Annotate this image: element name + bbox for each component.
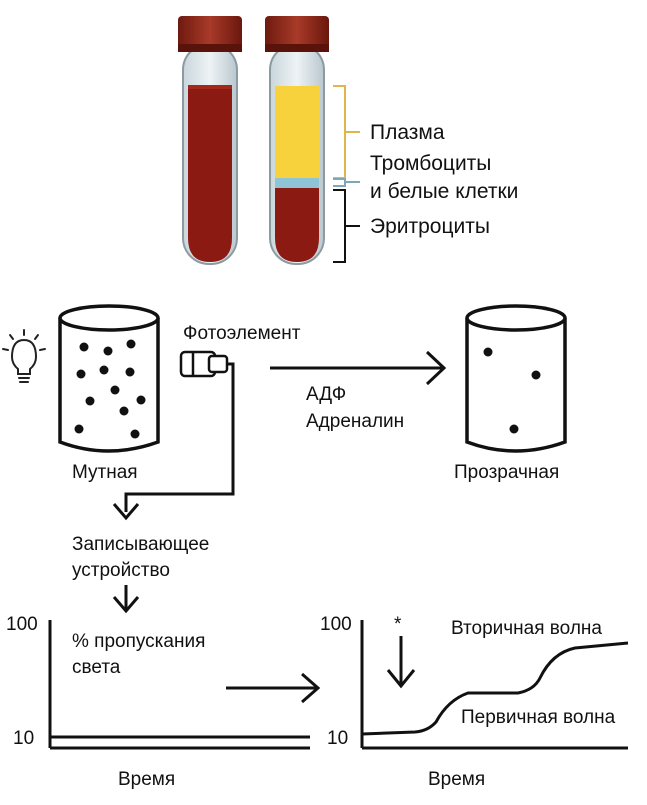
recorder-label-1: Записывающее [72,534,209,555]
right-xlabel: Время [428,769,485,790]
graph-left: 100 10 % пропускания света Время [6,614,310,790]
agonist-label-1: АДФ [306,384,346,405]
buffy-label-line2: и белые клетки [370,180,518,203]
agonist-label-2: Адреналин [306,411,404,432]
right-y-bottom: 10 [327,728,348,749]
cuvette-clear [465,304,567,453]
graph-right: 100 10 Время * Вторичная волна Первичная… [320,614,629,790]
secondary-wave-label: Вторичная волна [451,618,602,639]
left-y-top: 100 [6,614,38,635]
photocell-label: Фотоэлемент [183,323,301,344]
signal-wire [124,362,235,512]
plasma-bracket [333,85,360,179]
aggregation-curve [361,641,629,736]
agonist-arrow [270,350,447,386]
addition-marker: * [394,614,402,635]
graph-transition-arrow [226,672,321,704]
down-arrow-to-graph [112,585,140,614]
addition-arrow [386,636,416,689]
lightbulb-icon [2,329,46,383]
left-y-bottom: 10 [13,728,34,749]
particles [74,339,146,439]
buffy-bracket [333,178,360,187]
photocell-icon [179,350,229,378]
left-ylabel-1: % пропускания [72,631,205,652]
down-arrow-to-recorder [112,503,140,521]
left-xlabel: Время [118,769,175,790]
particles-clear [483,347,541,434]
turbid-label: Мутная [72,462,138,483]
primary-wave-label: Первичная волна [461,707,616,728]
plasma-label: Плазма [370,121,445,144]
cuvette-turbid [58,304,160,453]
clear-label: Прозрачная [454,462,559,483]
recorder-label-2: устройство [72,560,170,581]
rbc-label: Эритроциты [370,215,490,238]
right-y-top: 100 [320,614,352,635]
tube-centrifuged [265,16,329,265]
rbc-bracket [333,189,360,263]
left-ylabel-2: света [72,657,121,678]
buffy-label-line1: Тромбоциты [370,152,491,175]
tube-whole-blood [178,16,242,265]
